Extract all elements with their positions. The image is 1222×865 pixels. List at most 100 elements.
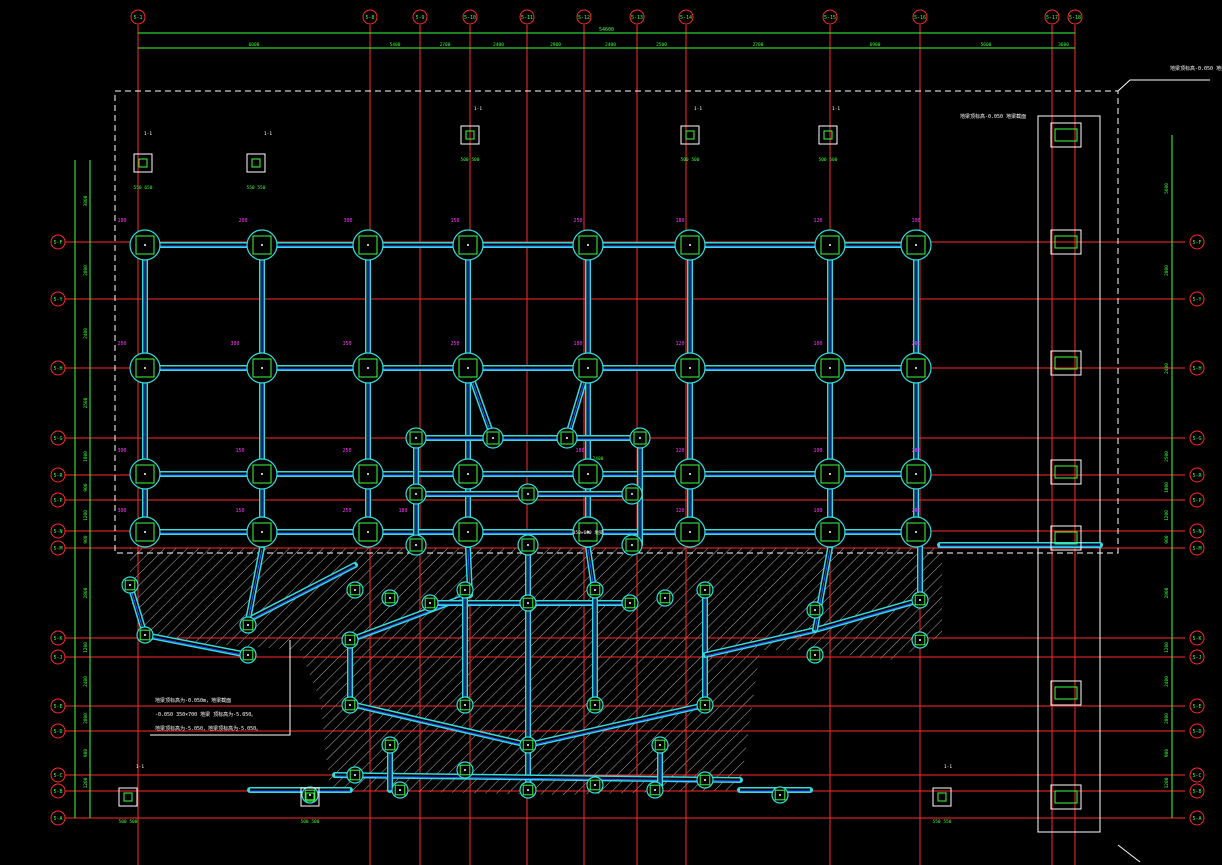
section-mark: 1-1 bbox=[136, 764, 144, 770]
column-tag: 100 bbox=[813, 508, 822, 514]
column-square bbox=[409, 538, 423, 552]
column-center-mark bbox=[631, 544, 633, 546]
axis-label-top: 5-9 bbox=[415, 15, 424, 21]
column-square bbox=[699, 699, 711, 711]
axis-label-left: 5-K bbox=[53, 636, 62, 642]
column-square bbox=[358, 358, 378, 378]
top-dim-text: 2400 bbox=[493, 42, 504, 48]
side-footing-inner bbox=[1054, 356, 1078, 370]
column-center-mark bbox=[367, 244, 369, 246]
side-footing-inner bbox=[1054, 790, 1078, 804]
column-center-mark bbox=[594, 784, 596, 786]
building-outline-dashed bbox=[114, 90, 1119, 554]
axis-bubble-left bbox=[50, 540, 66, 556]
side-footing-outer bbox=[1050, 350, 1082, 376]
column-square bbox=[242, 649, 254, 661]
boundary-outline bbox=[114, 79, 1210, 833]
top-dim-text: 6000 bbox=[249, 42, 260, 48]
left-dim-text: 2800 bbox=[83, 587, 89, 598]
column-square bbox=[424, 597, 436, 609]
column-center-mark bbox=[389, 597, 391, 599]
section-mark: 1-1 bbox=[144, 131, 152, 137]
column-center-mark bbox=[631, 493, 633, 495]
side-footing-outer bbox=[1050, 122, 1082, 148]
column-center-mark bbox=[639, 437, 641, 439]
column-square bbox=[344, 634, 356, 646]
axis-label-top: 5-18 bbox=[1069, 15, 1081, 21]
axis-bubble-left bbox=[50, 783, 66, 799]
column-square bbox=[522, 597, 534, 609]
column-tag: 100 bbox=[117, 218, 126, 224]
column-center-mark bbox=[689, 367, 691, 369]
ground-beam-core bbox=[247, 563, 356, 622]
column-center-mark bbox=[367, 473, 369, 475]
column-center-mark bbox=[587, 473, 589, 475]
column-tag: 200 bbox=[117, 341, 126, 347]
column-square bbox=[384, 739, 396, 751]
column-center-mark bbox=[659, 744, 661, 746]
column-center-mark bbox=[144, 244, 146, 246]
axis-bubble-left bbox=[50, 810, 66, 826]
pad-size-label: 500 500 bbox=[681, 157, 700, 163]
pad-size-label: 500 500 bbox=[819, 157, 838, 163]
footing-pad-outer bbox=[680, 125, 700, 145]
column-center-mark bbox=[349, 704, 351, 706]
axis-label-right: 5-J bbox=[1192, 655, 1201, 661]
left-dim-text: 2800 bbox=[83, 713, 89, 724]
column-tag: 250 bbox=[342, 508, 351, 514]
pad-size-label: 550 550 bbox=[933, 819, 952, 825]
side-footing-inner bbox=[1054, 465, 1078, 479]
side-footing-inner bbox=[1054, 531, 1078, 545]
column-center-mark bbox=[261, 367, 263, 369]
axis-label-right: 5-A bbox=[1192, 816, 1201, 822]
column-center-mark bbox=[415, 544, 417, 546]
right-dim-text: 1200 bbox=[1164, 642, 1170, 653]
left-dim-text: 2400 bbox=[83, 328, 89, 339]
column-square bbox=[914, 634, 926, 646]
axis-label-top: 5-15 bbox=[824, 15, 836, 21]
axis-bubble-left bbox=[50, 360, 66, 376]
ground-beam-inner-line bbox=[144, 635, 249, 657]
left-dim-text: 2400 bbox=[83, 676, 89, 687]
ground-beam-inner-line bbox=[247, 548, 263, 622]
ground-beam-inner-line bbox=[704, 630, 816, 657]
axis-label-left: 5-C bbox=[53, 773, 62, 779]
axis-label-right: 5-N bbox=[1192, 529, 1201, 535]
axis-label-right: 5-D bbox=[1192, 729, 1201, 735]
column-square bbox=[625, 538, 639, 552]
axis-bubble-right bbox=[1189, 649, 1205, 665]
pad-size-label: 550 550 bbox=[247, 185, 266, 191]
column-center-mark bbox=[429, 602, 431, 604]
column-center-mark bbox=[354, 774, 356, 776]
top-dim-text: 5600 bbox=[981, 42, 992, 48]
column-tag: 300 bbox=[343, 218, 352, 224]
side-footing-outer bbox=[1050, 784, 1082, 810]
column-center-mark bbox=[915, 367, 917, 369]
pad-size-label: 500 500 bbox=[461, 157, 480, 163]
right-dim-text: 2800 bbox=[1164, 587, 1170, 598]
axis-label-top: 5-1 bbox=[133, 15, 142, 21]
axis-bubble-left bbox=[50, 291, 66, 307]
column-center-mark bbox=[144, 634, 146, 636]
column-square bbox=[344, 699, 356, 711]
axis-label-right: 5-B bbox=[1192, 789, 1201, 795]
axis-bubble-right bbox=[1189, 360, 1205, 376]
side-footing-inner bbox=[1054, 128, 1078, 142]
column-center-mark bbox=[587, 244, 589, 246]
column-square bbox=[458, 235, 478, 255]
right-dim-text: 2800 bbox=[1164, 713, 1170, 724]
column-square bbox=[252, 522, 272, 542]
column-square bbox=[578, 464, 598, 484]
column-tag: 150 bbox=[450, 218, 459, 224]
column-tag: 120 bbox=[675, 508, 684, 514]
ground-beam-core bbox=[527, 703, 706, 747]
column-square bbox=[252, 235, 272, 255]
column-center-mark bbox=[664, 597, 666, 599]
column-square bbox=[820, 464, 840, 484]
column-square bbox=[135, 235, 155, 255]
column-square bbox=[458, 464, 478, 484]
column-center-mark bbox=[587, 531, 589, 533]
column-center-mark bbox=[367, 367, 369, 369]
axis-label-top: 5-17 bbox=[1046, 15, 1058, 21]
